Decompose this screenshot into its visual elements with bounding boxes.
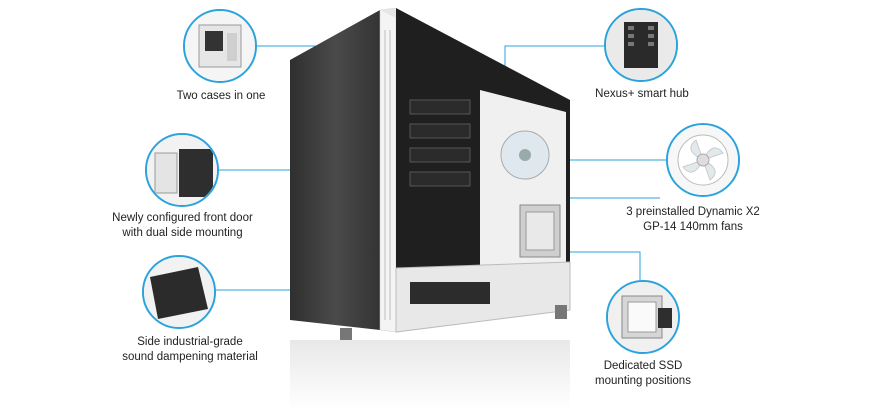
dampening-panel-thumbnail-icon xyxy=(142,255,216,329)
interior-view-thumbnail-icon xyxy=(183,9,257,83)
ssd-bracket-thumbnail-icon xyxy=(606,280,680,354)
caption-nexus-hub: Nexus+ smart hub xyxy=(595,88,689,100)
front-door-thumbnail-icon xyxy=(145,133,219,207)
hub-board-thumbnail-icon xyxy=(604,8,678,82)
fan-thumbnail-icon xyxy=(666,123,740,197)
caption-sound-dampening: Side industrial-grade sound dampening ma… xyxy=(122,336,258,363)
caption-front-door: Newly configured front door with dual si… xyxy=(112,212,253,239)
caption-fans: 3 preinstalled Dynamic X2 GP-14 140mm fa… xyxy=(626,206,760,233)
caption-ssd: Dedicated SSD mounting positions xyxy=(595,360,691,387)
floor-reflection xyxy=(290,340,570,410)
front-panel xyxy=(290,10,380,330)
front-edge xyxy=(379,7,397,333)
pc-case-image xyxy=(290,7,571,410)
caption-two-cases: Two cases in one xyxy=(176,90,266,102)
